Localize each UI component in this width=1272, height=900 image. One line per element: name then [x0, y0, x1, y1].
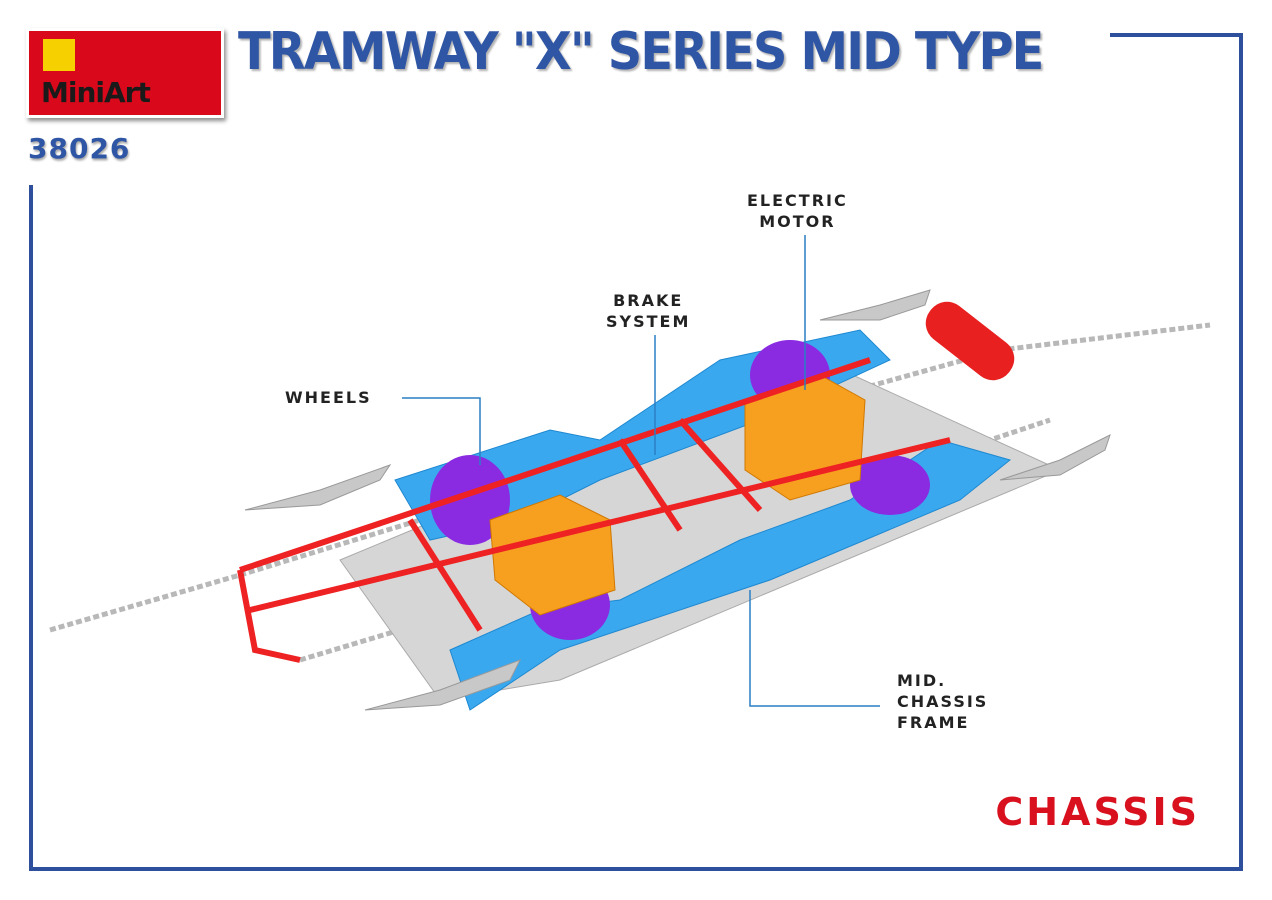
callout-frame-line3: FRAME	[897, 713, 970, 732]
frame-top-line	[1110, 33, 1243, 37]
frame-right-line	[1239, 33, 1243, 871]
frame-left-line	[29, 185, 33, 871]
section-label: CHASSIS	[995, 790, 1200, 834]
callout-electric-motor: ELECTRIC MOTOR	[747, 190, 848, 232]
logo-yellow-square	[43, 39, 75, 71]
callout-line-wheels	[402, 397, 481, 465]
air-tank	[925, 301, 1015, 381]
callout-line-frame	[749, 590, 880, 707]
callout-wheels: WHEELS	[285, 388, 372, 407]
logo-text: MiniArt	[41, 76, 151, 109]
callout-frame-line1: MID.	[897, 671, 947, 690]
leaf-springs	[244, 289, 1111, 711]
callout-brake-line2: SYSTEM	[606, 312, 691, 331]
frame-bottom-line	[29, 867, 1243, 871]
electric-motor	[489, 494, 616, 616]
callout-motor-line1: ELECTRIC	[747, 191, 848, 210]
callout-brake-line1: BRAKE	[613, 291, 684, 310]
page-title: TRAMWAY "X" SERIES MID TYPE	[238, 22, 1044, 82]
kit-number: 38026	[28, 132, 131, 165]
wheel	[850, 455, 930, 515]
callout-motor-line2: MOTOR	[759, 212, 836, 231]
callout-chassis-frame: MID. CHASSIS FRAME	[897, 670, 988, 733]
callout-brake-system: BRAKE SYSTEM	[606, 290, 690, 332]
callout-frame-line2: CHASSIS	[897, 692, 989, 711]
miniart-logo: MiniArt	[26, 28, 224, 118]
brake-rods	[237, 357, 951, 663]
